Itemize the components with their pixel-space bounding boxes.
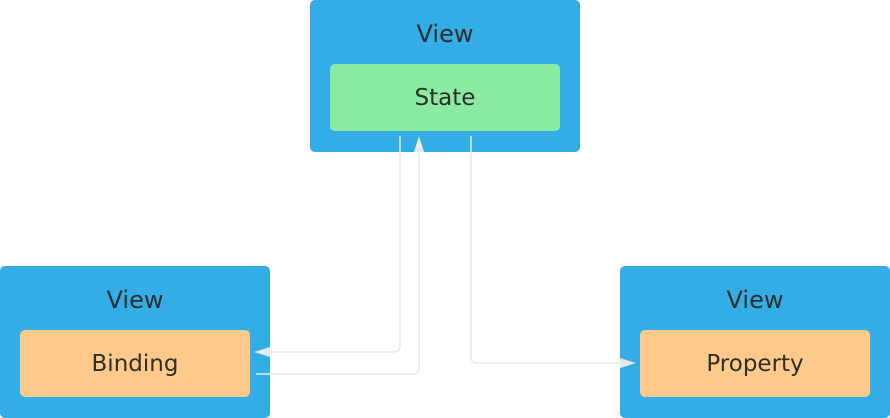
view-title-right: View	[726, 286, 784, 314]
state-label: State	[414, 84, 476, 111]
view-title-top: View	[416, 20, 474, 48]
view-title-left: View	[106, 286, 164, 314]
property-box: Property	[640, 330, 870, 397]
state-box: State	[330, 64, 560, 131]
binding-label: Binding	[91, 350, 179, 377]
connector-state-to-binding	[265, 136, 401, 353]
view-box-top: View State	[310, 0, 580, 152]
binding-box: Binding	[20, 330, 250, 397]
view-box-right: View Property	[620, 266, 890, 418]
view-box-left: View Binding	[0, 266, 270, 418]
property-label: Property	[706, 350, 804, 377]
connector-state-to-property	[470, 136, 624, 364]
connector-binding-to-state	[256, 150, 420, 375]
